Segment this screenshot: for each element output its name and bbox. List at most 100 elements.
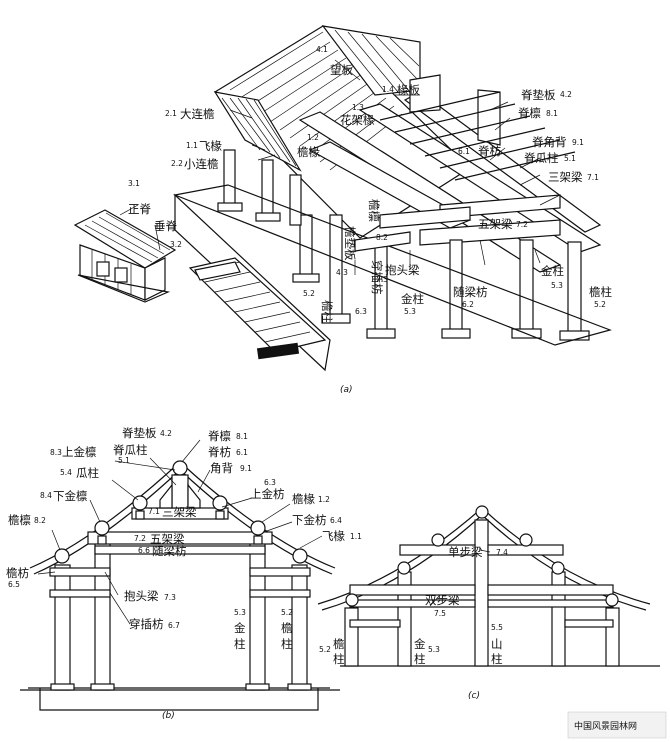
- b-label-jinzhu-2: 柱: [234, 637, 246, 651]
- label-xiaoliandan-num: 2.2: [171, 159, 183, 168]
- label-yanlin: 檐檩: [367, 199, 381, 222]
- b-label-yanlin: 檐檩: [8, 513, 31, 527]
- c-label-yanzhu-num: 5.2: [319, 645, 331, 654]
- label-yanzhu-l: 檐柱: [320, 300, 334, 323]
- b-label-jiaobei: 角背: [210, 461, 233, 475]
- label-yanchuan: 檐椽: [297, 145, 320, 159]
- c-label-shanzhu-num: 5.5: [491, 623, 503, 632]
- b-label-xiajinfang-num: 6.4: [330, 516, 342, 525]
- figure-b-drawing: [20, 439, 340, 711]
- label-jiguazhu: 脊瓜柱: [524, 151, 559, 165]
- label-yanlin-num: 8.2: [376, 233, 388, 242]
- b-label-shangjinfang: 上金枋: [250, 487, 285, 501]
- c-label-jinzhu-num: 5.3: [428, 645, 440, 654]
- label-jiguazhu-num: 5.1: [564, 154, 576, 163]
- b-label-feichuan-num: 1.1: [350, 532, 362, 541]
- label-feichuan-num: 1.1: [186, 141, 198, 150]
- b-label-jinzhu-num: 5.3: [234, 608, 246, 617]
- label-huajiachuan: 花架椽: [340, 113, 375, 127]
- b-label-jifang-num: 6.1: [236, 448, 248, 457]
- label-jilin-num: 8.1: [546, 109, 558, 118]
- label-sanjialiang-num: 7.1: [587, 173, 599, 182]
- label-jifang: 脊枋: [478, 144, 501, 158]
- label-xiaoliandan: 小连檐: [184, 157, 219, 171]
- b-label-yanzhu-1: 檐: [281, 621, 293, 635]
- label-feichuan: 飞椽: [199, 139, 222, 153]
- b-label-shangjinlin-num: 8.3: [50, 448, 62, 457]
- c-label-yanzhu-2: 柱: [333, 652, 345, 666]
- label-jinzhu-r: 金柱: [541, 264, 564, 278]
- label-chuiji: 垂脊: [154, 219, 177, 233]
- label-jifang-num: 6.1: [458, 147, 470, 156]
- figure-a-labels: 4.1 望板 1.4 椽板 1.3 花架椽 2.1 大连檐 1.1 飞椽 2.2…: [128, 45, 612, 395]
- b-label-yanlin-num: 8.2: [34, 516, 46, 525]
- c-label-danbuliang: 单步梁: [448, 545, 483, 559]
- b-label-yanchuan: 檐椽: [292, 492, 315, 506]
- label-jidianban-num: 4.2: [560, 90, 572, 99]
- label-yanzhu-r: 檐柱: [589, 285, 612, 299]
- b-label-xiajinlin-num: 8.4: [40, 491, 52, 500]
- label-yanzhu-l-num: 5.2: [303, 289, 315, 298]
- label-wangban-num: 4.1: [316, 45, 328, 54]
- b-label-guazhu: 瓜柱: [76, 466, 99, 480]
- c-label-yanzhu-1: 檐: [333, 637, 345, 651]
- label-n63: 6.3: [355, 307, 367, 316]
- c-label-jinzhu-2: 柱: [414, 652, 426, 666]
- b-label-sanjialiang: 三架梁: [162, 505, 197, 519]
- b-label-sanjialiang-num: 7.1: [148, 507, 160, 516]
- b-label-xiajinlin: 下金檩: [53, 489, 88, 503]
- b-label-yanchuan-num: 1.2: [318, 495, 330, 504]
- b-label-yanzhu-num: 5.2: [281, 608, 293, 617]
- caption-c: (c): [468, 691, 480, 701]
- c-label-jinzhu-1: 金: [414, 637, 426, 651]
- b-label-xiajinfang: 下金枋: [292, 513, 327, 527]
- c-label-shanzhu-2: 柱: [491, 652, 503, 666]
- label-yanchuan-num: 1.2: [307, 133, 319, 142]
- label-jinzhu-m-num: 5.3: [404, 307, 416, 316]
- b-label-yanzhu-2: 柱: [281, 637, 293, 651]
- b-label-chuanchafang: 穿插枋: [129, 617, 164, 631]
- caption-b: (b): [162, 711, 175, 721]
- label-chuanchafang: 穿插枋: [370, 260, 384, 295]
- label-yandianban: 檐垫板: [343, 226, 357, 261]
- b-label-n63: 6.3: [264, 478, 276, 487]
- label-chuanchafang-num: 7.3: [376, 275, 388, 284]
- figure-c-labels: 单步梁 7.4 双步梁 7.5 5.2 檐 柱 金 柱 5.3 5.5 山 柱 …: [319, 545, 508, 701]
- caption-a: (a): [340, 385, 353, 395]
- b-label-jilin: 脊檩: [208, 429, 231, 443]
- label-daliandan-num: 2.1: [165, 109, 177, 118]
- label-jixianban: 椽板: [397, 83, 420, 97]
- label-jixianban-num: 1.4: [382, 85, 394, 94]
- label-yandianban-num: 4.3: [336, 268, 348, 277]
- label-jinzhu-r-num: 5.3: [551, 281, 563, 290]
- b-label-suiliangfang: 随梁枋: [152, 544, 187, 558]
- label-yanzhu-r-num: 5.2: [594, 300, 606, 309]
- c-label-shuangbuliang-num: 7.5: [434, 609, 446, 618]
- label-huajiachuan-num: 1.3: [352, 103, 364, 112]
- b-label-jiaobei-num: 9.1: [240, 464, 252, 473]
- figure-a-drawing: [172, 25, 612, 372]
- label-zhengji-num: 3.1: [128, 179, 140, 188]
- label-wujialiang-num: 7.2: [516, 220, 528, 229]
- b-label-jiguazhu-num: 5.1: [118, 456, 130, 465]
- c-label-shanzhu-1: 山: [491, 637, 503, 651]
- b-label-yanfang: 檐枋: [6, 566, 29, 580]
- c-label-shuangbuliang: 双步梁: [425, 593, 460, 607]
- b-label-jinzhu-1: 金: [234, 621, 246, 635]
- b-label-jidianban-num: 4.2: [160, 429, 172, 438]
- b-label-jidianban: 脊垫板: [122, 426, 157, 440]
- b-label-yanfang-num: 6.5: [8, 580, 20, 589]
- label-jidianban: 脊垫板: [521, 88, 556, 102]
- b-label-jilin-num: 8.1: [236, 432, 248, 441]
- label-wujialiang: 五架梁: [478, 217, 513, 231]
- b-label-shangjinlin: 上金檩: [62, 445, 97, 459]
- b-label-wujialiang-num: 7.2: [134, 534, 146, 543]
- b-label-jifang: 脊枋: [208, 445, 231, 459]
- label-zhengji: 正脊: [128, 202, 151, 216]
- label-jiaobei: 脊角背: [532, 135, 567, 149]
- b-label-baotouliang: 抱头梁: [124, 589, 159, 603]
- b-label-baotouliang-num: 7.3: [164, 593, 176, 602]
- label-jinzhu-m: 金柱: [401, 292, 424, 306]
- b-label-chuanchafang-num: 6.7: [168, 621, 180, 630]
